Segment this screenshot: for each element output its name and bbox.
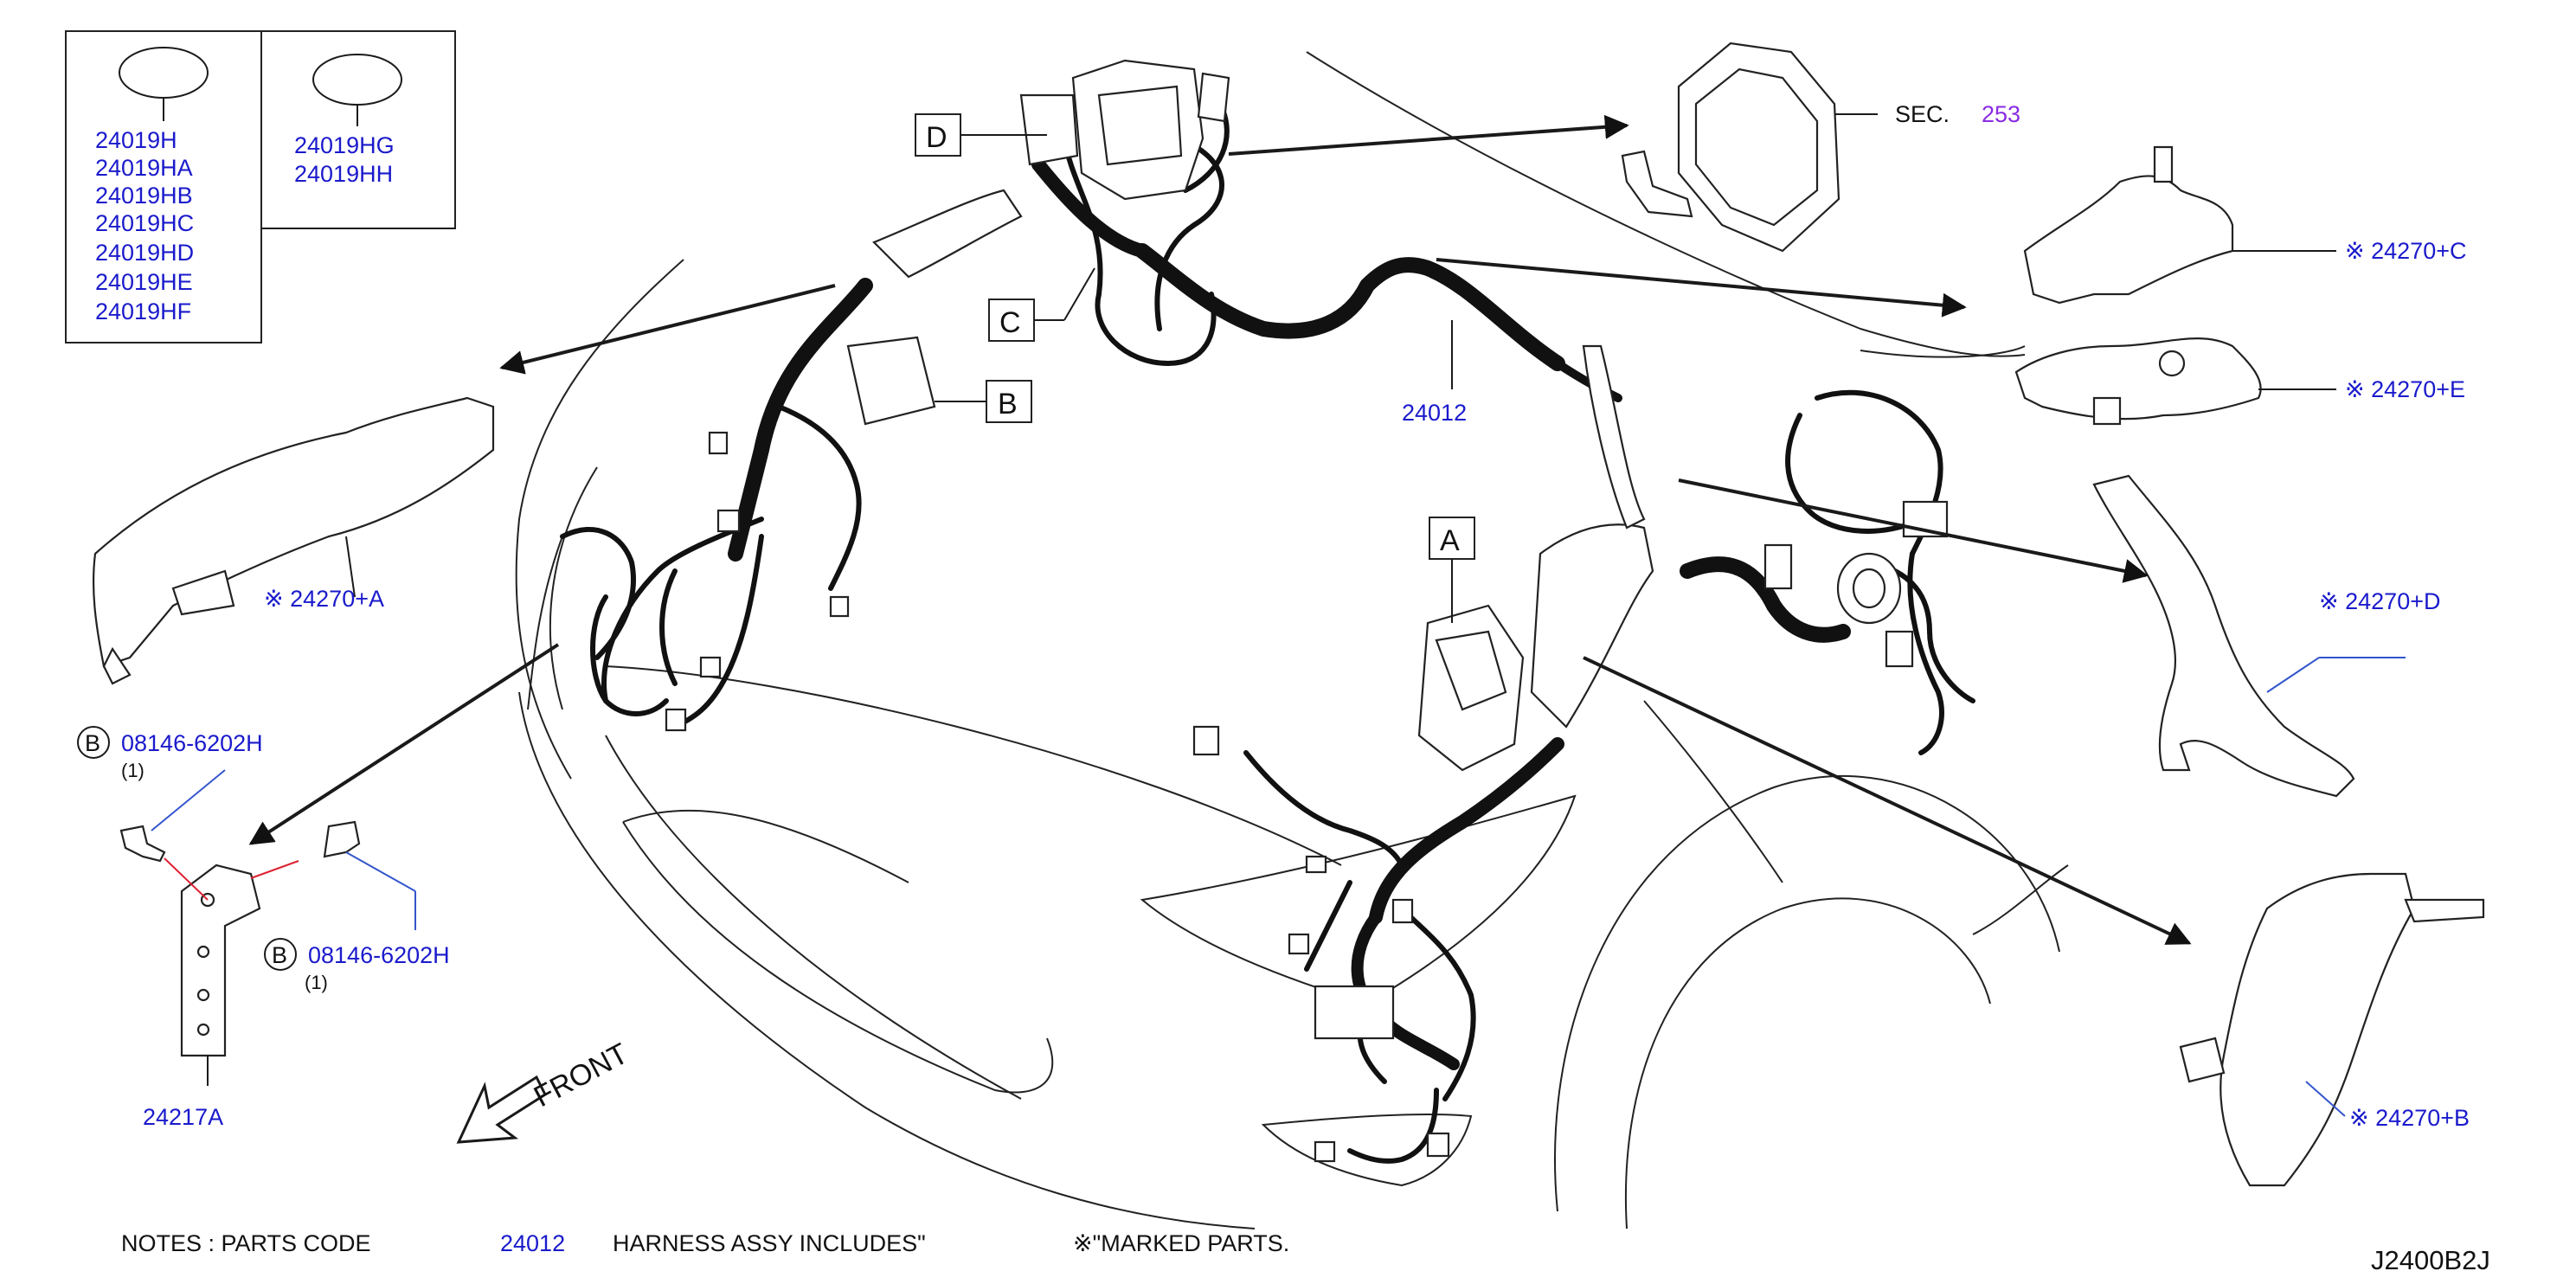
bolt-lower-part-number: 08146-6202H: [308, 942, 450, 968]
notes-footer: NOTES : PARTS CODE 24012 HARNESS ASSY IN…: [121, 1230, 1289, 1256]
notes-prefix: NOTES : PARTS CODE: [121, 1230, 371, 1256]
bolt-upper-qty: (1): [121, 760, 145, 781]
part-number-24019hb: 24019HB: [95, 183, 193, 209]
part-number-24019h: 24019H: [95, 127, 177, 153]
bracket-24217a: 24217A: [143, 863, 261, 1130]
bolt-lower: B 08146-6202H (1): [250, 820, 450, 993]
sec-253-unit: SEC. 253: [1621, 42, 2020, 253]
protector-b-label: ※ 24270+B: [2349, 1105, 2470, 1131]
callout-d: D: [915, 113, 1047, 157]
part-number-24019ha: 24019HA: [95, 155, 193, 181]
car-body-outline: [515, 51, 2069, 1229]
section-ref-label: SEC.: [1895, 101, 1950, 127]
parts-box: 24019H 24019HA 24019HB 24019HC 24019HD 2…: [65, 30, 456, 343]
notes-middle: HARNESS ASSY INCLUDES": [613, 1230, 926, 1256]
harness-part-number: 24012: [1402, 400, 1467, 426]
protector-d-label: ※ 24270+D: [2319, 588, 2440, 614]
section-ref-number[interactable]: 253: [1982, 101, 2020, 127]
part-number-24019hd: 24019HD: [95, 240, 194, 266]
bracket-part-number: 24217A: [143, 1104, 223, 1130]
protector-24270-e: ※ 24270+E: [2014, 337, 2465, 426]
svg-text:C: C: [999, 306, 1021, 339]
bolt-lower-qty: (1): [305, 972, 328, 993]
protector-24270-a: ※ 24270+A: [92, 396, 495, 685]
protector-24270-d: ※ 24270+D: [2092, 474, 2440, 798]
bolt-lower-circle: B: [272, 942, 287, 968]
protector-a-label: ※ 24270+A: [264, 586, 384, 612]
harness-label: 24012: [1402, 320, 1467, 426]
front-indicator: FRONT: [456, 1037, 633, 1144]
diagram-code: J2400B2J: [2371, 1245, 2490, 1275]
svg-text:B: B: [998, 388, 1018, 421]
direction-arrows: [248, 114, 2192, 945]
part-number-24019hc: 24019HC: [95, 210, 194, 236]
bolt-upper-circle: B: [85, 730, 100, 756]
part-number-24019he: 24019HE: [95, 269, 193, 295]
protector-24270-c: ※ 24270+C: [2023, 145, 2466, 305]
protector-24270-b: ※ 24270+B: [2179, 872, 2485, 1187]
main-harness: [560, 101, 1975, 1164]
part-number-24019hf: 24019HF: [95, 299, 191, 324]
front-label: FRONT: [529, 1037, 633, 1114]
svg-text:A: A: [1440, 524, 1460, 557]
bolt-upper: B 08146-6202H (1): [77, 726, 263, 901]
notes-marked: ※"MARKED PARTS.: [1073, 1230, 1289, 1256]
notes-code: 24012: [500, 1230, 565, 1256]
part-number-24019hg: 24019HG: [294, 132, 395, 158]
svg-text:D: D: [926, 121, 948, 154]
harness-components: [665, 59, 1949, 1163]
protector-e-label: ※ 24270+E: [2345, 376, 2465, 402]
callout-a: A: [1429, 517, 1475, 623]
callout-c: C: [988, 267, 1095, 342]
bolt-upper-part-number: 08146-6202H: [121, 730, 263, 756]
protector-c-label: ※ 24270+C: [2345, 238, 2466, 264]
callout-b: B: [935, 380, 1032, 423]
part-number-24019hh: 24019HH: [294, 161, 393, 187]
